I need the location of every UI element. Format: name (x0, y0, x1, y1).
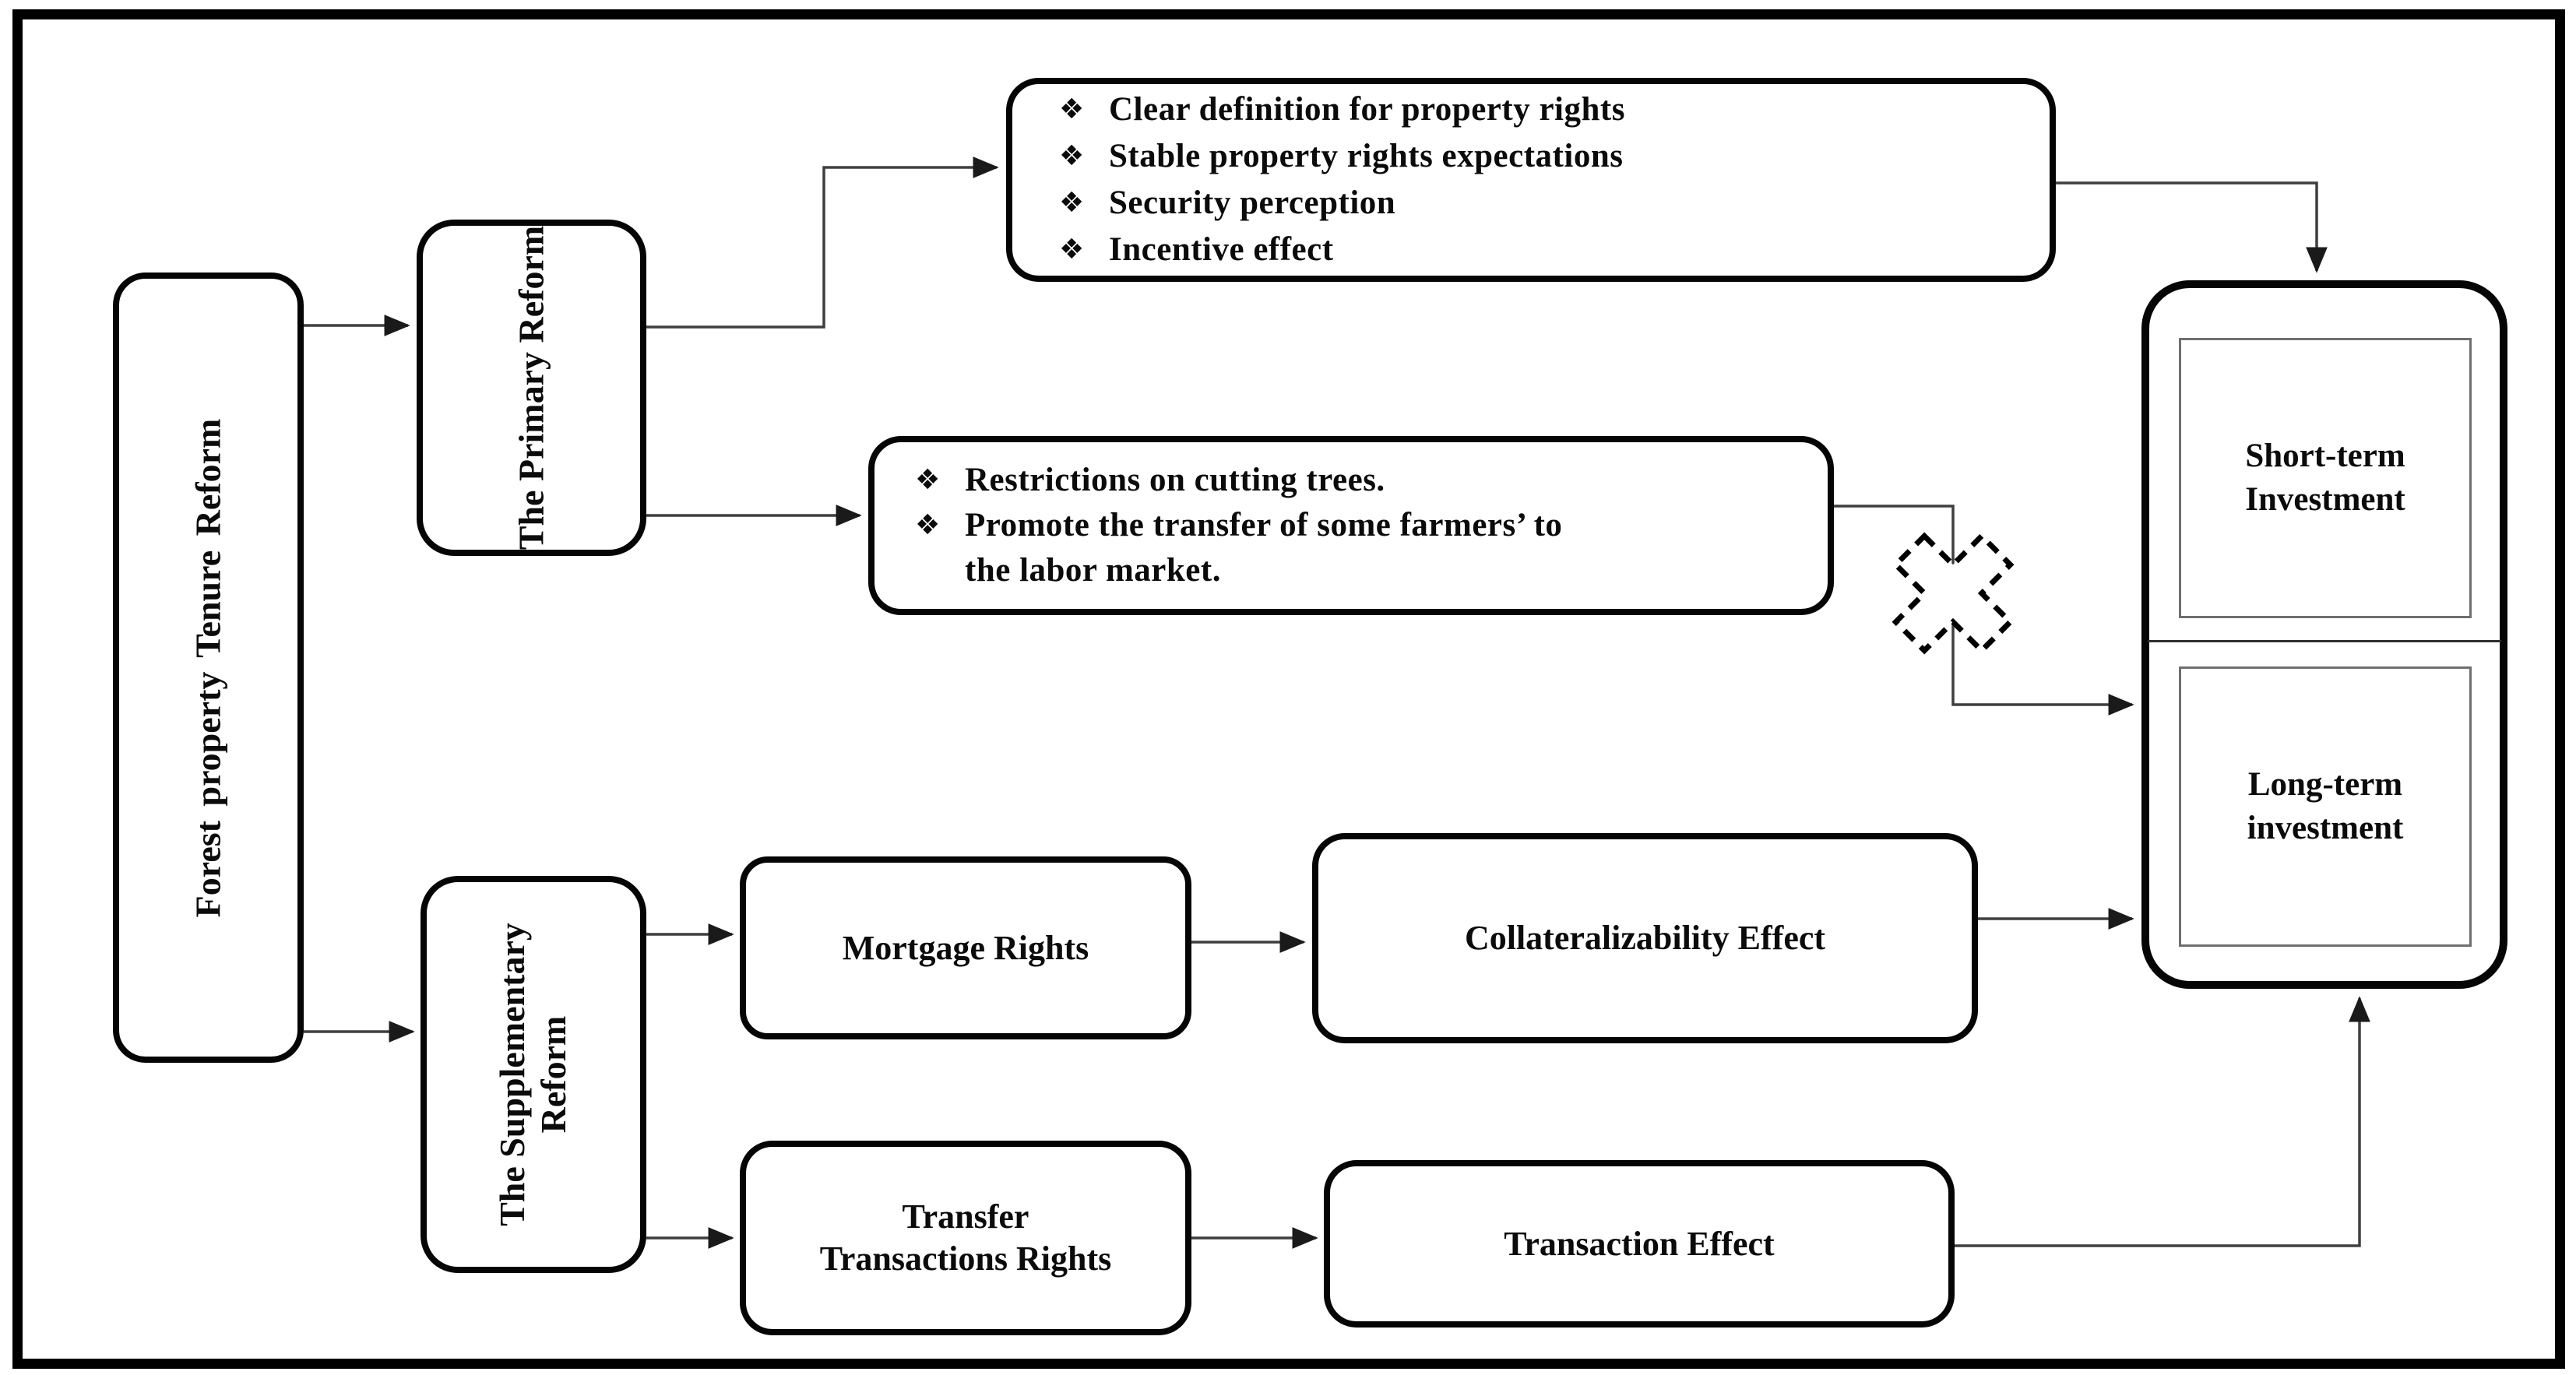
primary-reform-label: The Primary Reform (511, 225, 551, 550)
primary-reform-box: The Primary Reform (417, 220, 646, 556)
four-diamond-bullet-icon: ❖ (1059, 187, 1085, 219)
four-diamond-bullet-icon: ❖ (1059, 140, 1085, 172)
bullet-item: Incentive effect (1109, 231, 1334, 268)
four-diamond-bullet-icon: ❖ (915, 509, 941, 541)
bullet-item: Clear definition for property rights (1109, 91, 1625, 128)
investment-outcome-box: Short-term Investment Long-term investme… (2141, 280, 2507, 989)
mortgage-rights-box: Mortgage Rights (740, 856, 1191, 1039)
bullet-item: Security perception (1109, 185, 1396, 221)
short-term-investment-label: Short-term Investment (2245, 438, 2405, 518)
investment-divider (2148, 640, 2501, 642)
forest-tenure-reform-box: Forest property Tenure Reform (113, 273, 304, 1063)
mortgage-rights-label: Mortgage Rights (842, 928, 1089, 967)
restriction-effects-box: ❖ Restrictions on cutting trees. ❖ Promo… (868, 436, 1834, 615)
short-term-investment-box: Short-term Investment (2179, 338, 2472, 618)
transaction-effect-label: Transaction Effect (1504, 1224, 1775, 1263)
bullet-item-continued: the labor market. (965, 552, 1221, 589)
transfer-transactions-rights-box: Transfer Transactions Rights (740, 1141, 1191, 1335)
bullet-item: Promote the transfer of some farmers’ to (965, 507, 1563, 543)
bullet-item: Stable property rights expectations (1109, 138, 1624, 174)
four-diamond-bullet-icon: ❖ (1059, 234, 1085, 266)
supplementary-reform-label: The Supplementary Reform (492, 923, 573, 1226)
four-diamond-bullet-icon: ❖ (1059, 93, 1085, 125)
forest-tenure-reform-label: Forest property Tenure Reform (188, 418, 228, 917)
transaction-effect-box: Transaction Effect (1324, 1160, 1955, 1328)
collateralizability-effect-box: Collateralizability Effect (1312, 833, 1978, 1043)
long-term-investment-label: Long-term investment (2247, 766, 2404, 846)
primary-effects-box: ❖ Clear definition for property rights ❖… (1006, 78, 2056, 282)
collateralizability-effect-label: Collateralizability Effect (1464, 919, 1826, 958)
bullet-item: Restrictions on cutting trees. (965, 462, 1385, 498)
long-term-investment-box: Long-term investment (2179, 666, 2472, 947)
transfer-transactions-rights-label: Transfer Transactions Rights (819, 1197, 1112, 1278)
supplementary-reform-box: The Supplementary Reform (421, 876, 646, 1273)
four-diamond-bullet-icon: ❖ (915, 464, 941, 496)
